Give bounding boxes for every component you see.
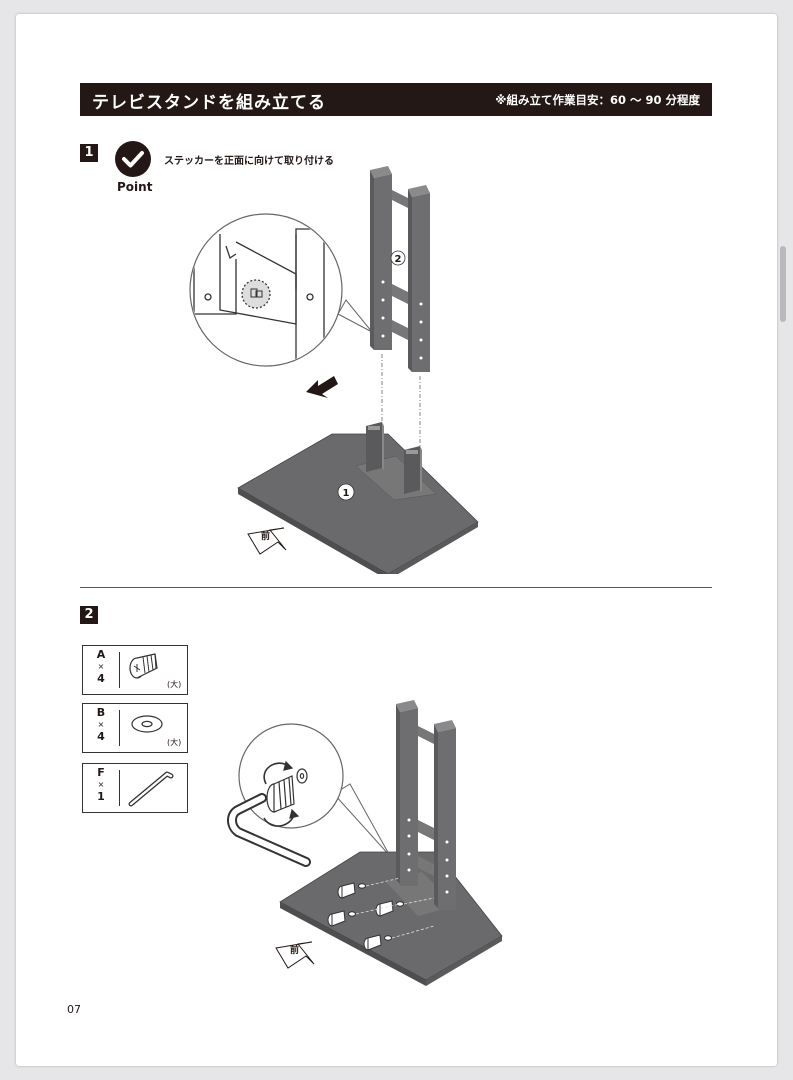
- manual-page: テレビスタンドを組み立てる ※組み立て作業目安：60 〜 90 分程度 1 Po…: [16, 14, 777, 1066]
- base-part: [237, 422, 479, 574]
- time-estimate: ※組み立て作業目安：60 〜 90 分程度: [495, 93, 700, 107]
- times-sign: ×: [97, 662, 105, 671]
- point-label: Point: [117, 180, 153, 194]
- step-2-illustration: [227, 700, 503, 986]
- base-label: 1: [343, 488, 350, 499]
- front-label: 前: [261, 532, 271, 542]
- front-arrow-icon: [275, 941, 315, 969]
- hex-wrench-icon: [128, 771, 174, 807]
- part-quantity: 4: [97, 672, 105, 685]
- scrollbar[interactable]: [780, 246, 786, 322]
- parts-box-f: F × 1: [82, 763, 188, 813]
- zoom-callout: [238, 723, 391, 857]
- section-header: テレビスタンドを組み立てる ※組み立て作業目安：60 〜 90 分程度: [80, 83, 712, 116]
- part-quantity: 1: [97, 790, 105, 803]
- washer-icon: [131, 715, 163, 733]
- part-letter: B: [96, 706, 106, 719]
- part-size: (大): [167, 680, 182, 689]
- parts-box-a: A × 4 (大): [82, 645, 188, 695]
- pole-label: 2: [395, 254, 402, 265]
- pole-part: [370, 166, 430, 372]
- front-label: 前: [290, 946, 300, 956]
- pole-part: [396, 700, 456, 910]
- zoom-callout: [189, 213, 373, 367]
- screw-icon: [327, 882, 404, 951]
- step-2-number: 2: [80, 606, 98, 624]
- times-sign: ×: [97, 720, 105, 729]
- page-number: 07: [67, 1003, 81, 1016]
- direction-arrow-icon: [306, 376, 338, 398]
- section-title: テレビスタンドを組み立てる: [92, 93, 326, 113]
- part-letter: F: [97, 766, 105, 779]
- part-size: (大): [167, 738, 182, 747]
- front-arrow-icon: [247, 527, 287, 555]
- section-divider: [80, 587, 712, 588]
- screw-icon: [129, 653, 158, 679]
- step-1-number: 1: [80, 144, 98, 162]
- step-1-illustration: 2 1: [189, 166, 479, 574]
- point-instruction: ステッカーを正面に向けて取り付ける: [164, 156, 334, 167]
- base-part: [279, 851, 503, 986]
- parts-box-b: B × 4 (大): [82, 703, 188, 753]
- times-sign: ×: [97, 780, 105, 789]
- part-quantity: 4: [97, 730, 105, 743]
- check-icon: [115, 141, 151, 177]
- part-letter: A: [96, 648, 106, 661]
